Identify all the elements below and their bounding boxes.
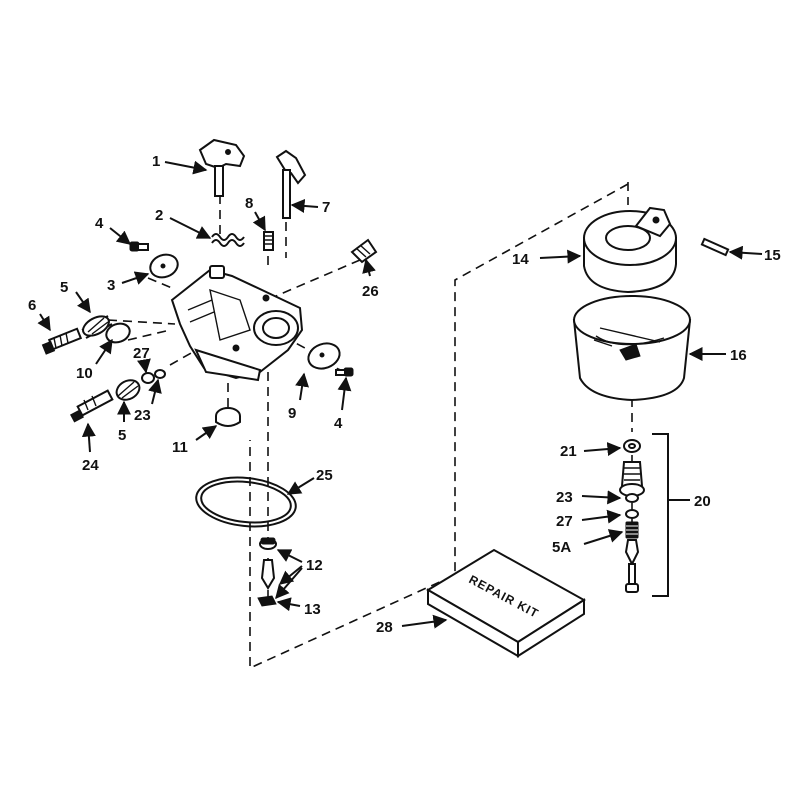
label-6: 6	[28, 297, 36, 314]
washer-part-27	[625, 509, 639, 519]
main-needle-part	[70, 389, 114, 423]
leader-arrows	[37, 160, 763, 629]
label-24: 24	[82, 457, 99, 474]
screw-part-lower	[335, 367, 354, 377]
label-27-right: 27	[556, 513, 573, 530]
fitting-part	[350, 238, 378, 264]
label-5-upper: 5	[60, 279, 68, 296]
label-8: 8	[245, 195, 253, 212]
label-25: 25	[316, 467, 333, 484]
callout-labels: 1 7 2 8 4 3 5 6 10 26 27 23 5 24 9 4 11 …	[28, 153, 781, 636]
choke-shaft-part	[275, 149, 307, 219]
spring-part	[211, 233, 245, 247]
washer-part-21	[623, 439, 641, 453]
throttle-lever-part	[198, 138, 246, 197]
float-pin-part	[700, 237, 730, 257]
float-bowl-part	[572, 295, 692, 402]
washer-part-left	[141, 369, 166, 384]
guide-lines	[107, 180, 633, 670]
label-3: 3	[107, 277, 115, 294]
screw-part-upper	[129, 241, 149, 252]
clip-part	[257, 595, 277, 607]
label-9: 9	[288, 405, 296, 422]
float-part	[583, 206, 677, 294]
inlet-needle-part	[259, 537, 277, 590]
label-13: 13	[304, 601, 321, 618]
label-5a: 5A	[552, 539, 571, 556]
throttle-plate-part	[149, 253, 179, 279]
o-ring-part	[105, 322, 131, 344]
label-23-left: 23	[134, 407, 151, 424]
label-26: 26	[362, 283, 379, 300]
welch-plug-part	[215, 407, 241, 427]
choke-plate-part	[307, 342, 341, 370]
assembly-bracket	[652, 433, 690, 597]
label-12: 12	[306, 557, 323, 574]
label-10: 10	[76, 365, 93, 382]
idle-screw-part	[263, 231, 274, 251]
label-11: 11	[172, 439, 188, 456]
label-20: 20	[694, 493, 711, 510]
spring-part-5a	[625, 521, 639, 539]
label-7: 7	[322, 199, 330, 216]
carburetor-body-part	[170, 265, 304, 382]
bowl-gasket-part	[195, 476, 297, 528]
label-27-left: 27	[133, 345, 150, 362]
label-28: 28	[376, 619, 393, 636]
bowl-needle-part	[624, 539, 640, 593]
label-21: 21	[560, 443, 577, 460]
spring-part-lower	[115, 379, 141, 401]
spring-part-upper	[81, 315, 113, 339]
label-14: 14	[512, 251, 529, 268]
label-4-lower: 4	[334, 415, 343, 432]
bowl-nut-part	[619, 461, 645, 497]
label-4-upper: 4	[95, 215, 104, 232]
repair-kit-part: REPAIR KIT	[426, 548, 586, 658]
label-2: 2	[155, 207, 163, 224]
mixture-screw-part	[41, 327, 83, 355]
label-5-lower: 5	[118, 427, 126, 444]
label-16: 16	[730, 347, 747, 364]
label-1: 1	[152, 153, 160, 170]
washer-part-23	[625, 493, 639, 503]
label-23-right: 23	[556, 489, 573, 506]
label-15: 15	[764, 247, 781, 264]
